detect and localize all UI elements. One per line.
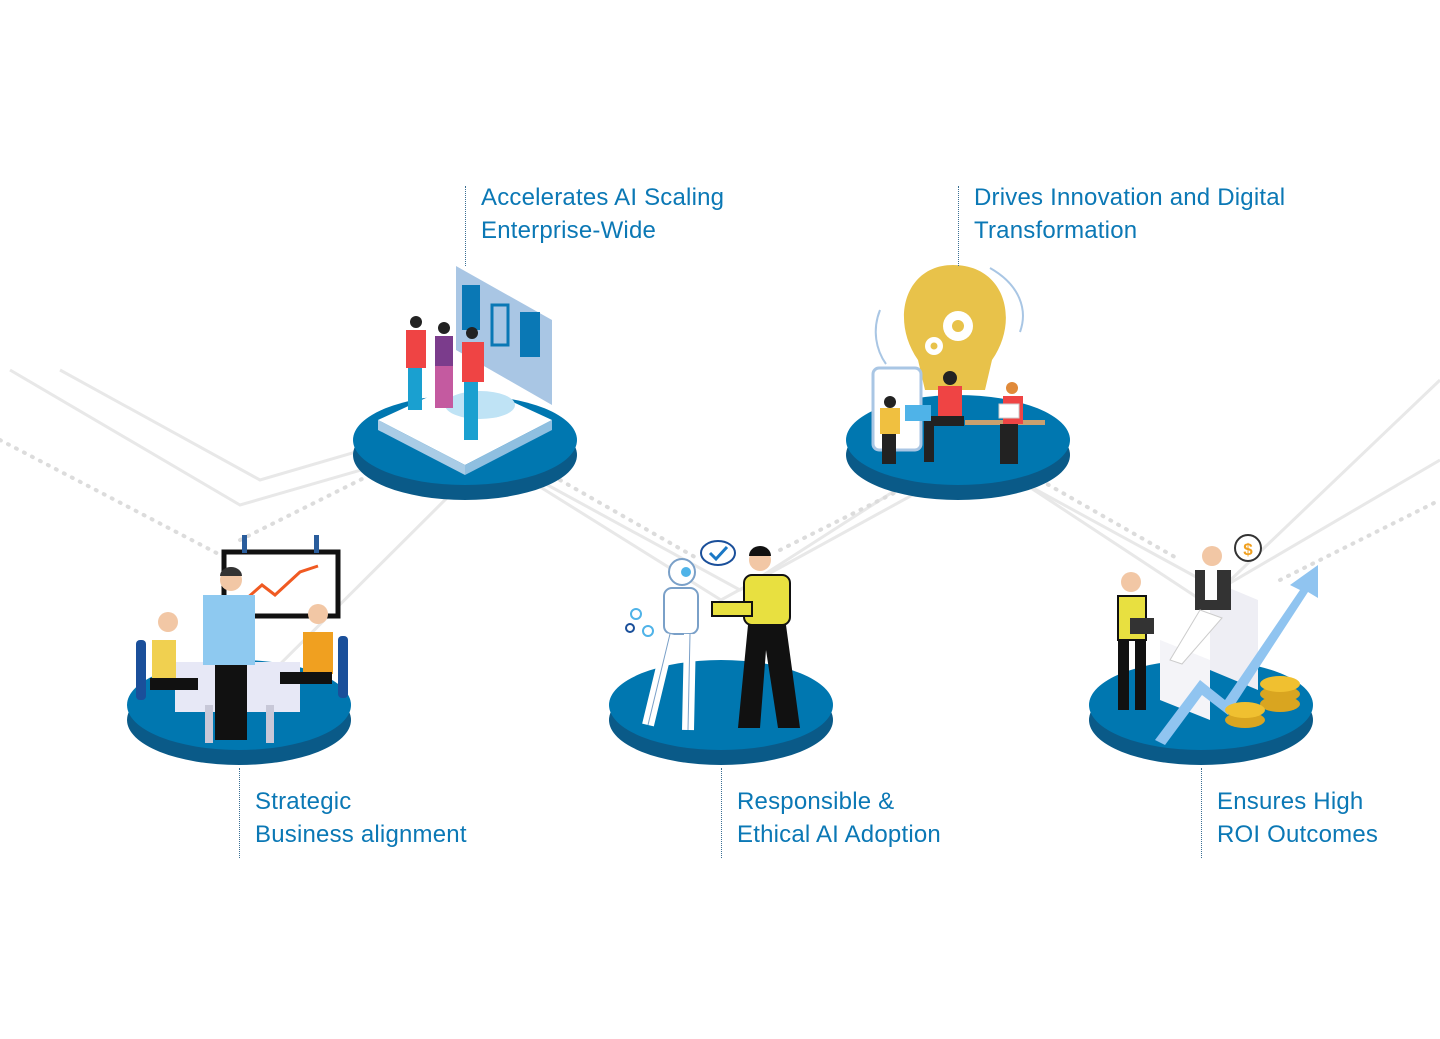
label-strategic: Strategic Business alignment [255, 785, 467, 851]
svg-text:$: $ [1243, 540, 1253, 559]
label-line-1: Accelerates AI Scaling [481, 184, 725, 211]
label-innovation: Drives Innovation and Digital Transforma… [974, 181, 1285, 247]
platform-roi: $ [1089, 534, 1318, 765]
platform-innovation [846, 265, 1070, 500]
label-line-1: Drives Innovation and Digital [974, 184, 1286, 211]
label-line-1: Ensures High [1217, 788, 1364, 815]
platform-ai-scaling [353, 266, 577, 500]
label-line-1: Responsible & [737, 788, 895, 815]
platform-ethical [609, 540, 833, 765]
label-line-2: Transformation [974, 217, 1138, 244]
coin-stack [1225, 676, 1300, 728]
label-ethical: Responsible & Ethical AI Adoption [737, 785, 941, 851]
label-roi: Ensures High ROI Outcomes [1217, 785, 1378, 851]
platform-strategic [127, 535, 351, 765]
callout-line [465, 186, 466, 266]
label-line-2: Ethical AI Adoption [737, 821, 941, 848]
label-ai-scaling: Accelerates AI Scaling Enterprise-Wide [481, 181, 724, 247]
person-figure [406, 316, 484, 440]
dotted-lines [0, 438, 1440, 582]
callout-line [721, 768, 722, 858]
label-line-2: ROI Outcomes [1217, 821, 1379, 848]
label-line-1: Strategic [255, 788, 352, 815]
label-line-2: Business alignment [255, 821, 467, 848]
label-line-2: Enterprise-Wide [481, 217, 657, 244]
callout-line [1201, 768, 1202, 858]
callout-line [239, 768, 240, 858]
callout-line [958, 186, 959, 266]
